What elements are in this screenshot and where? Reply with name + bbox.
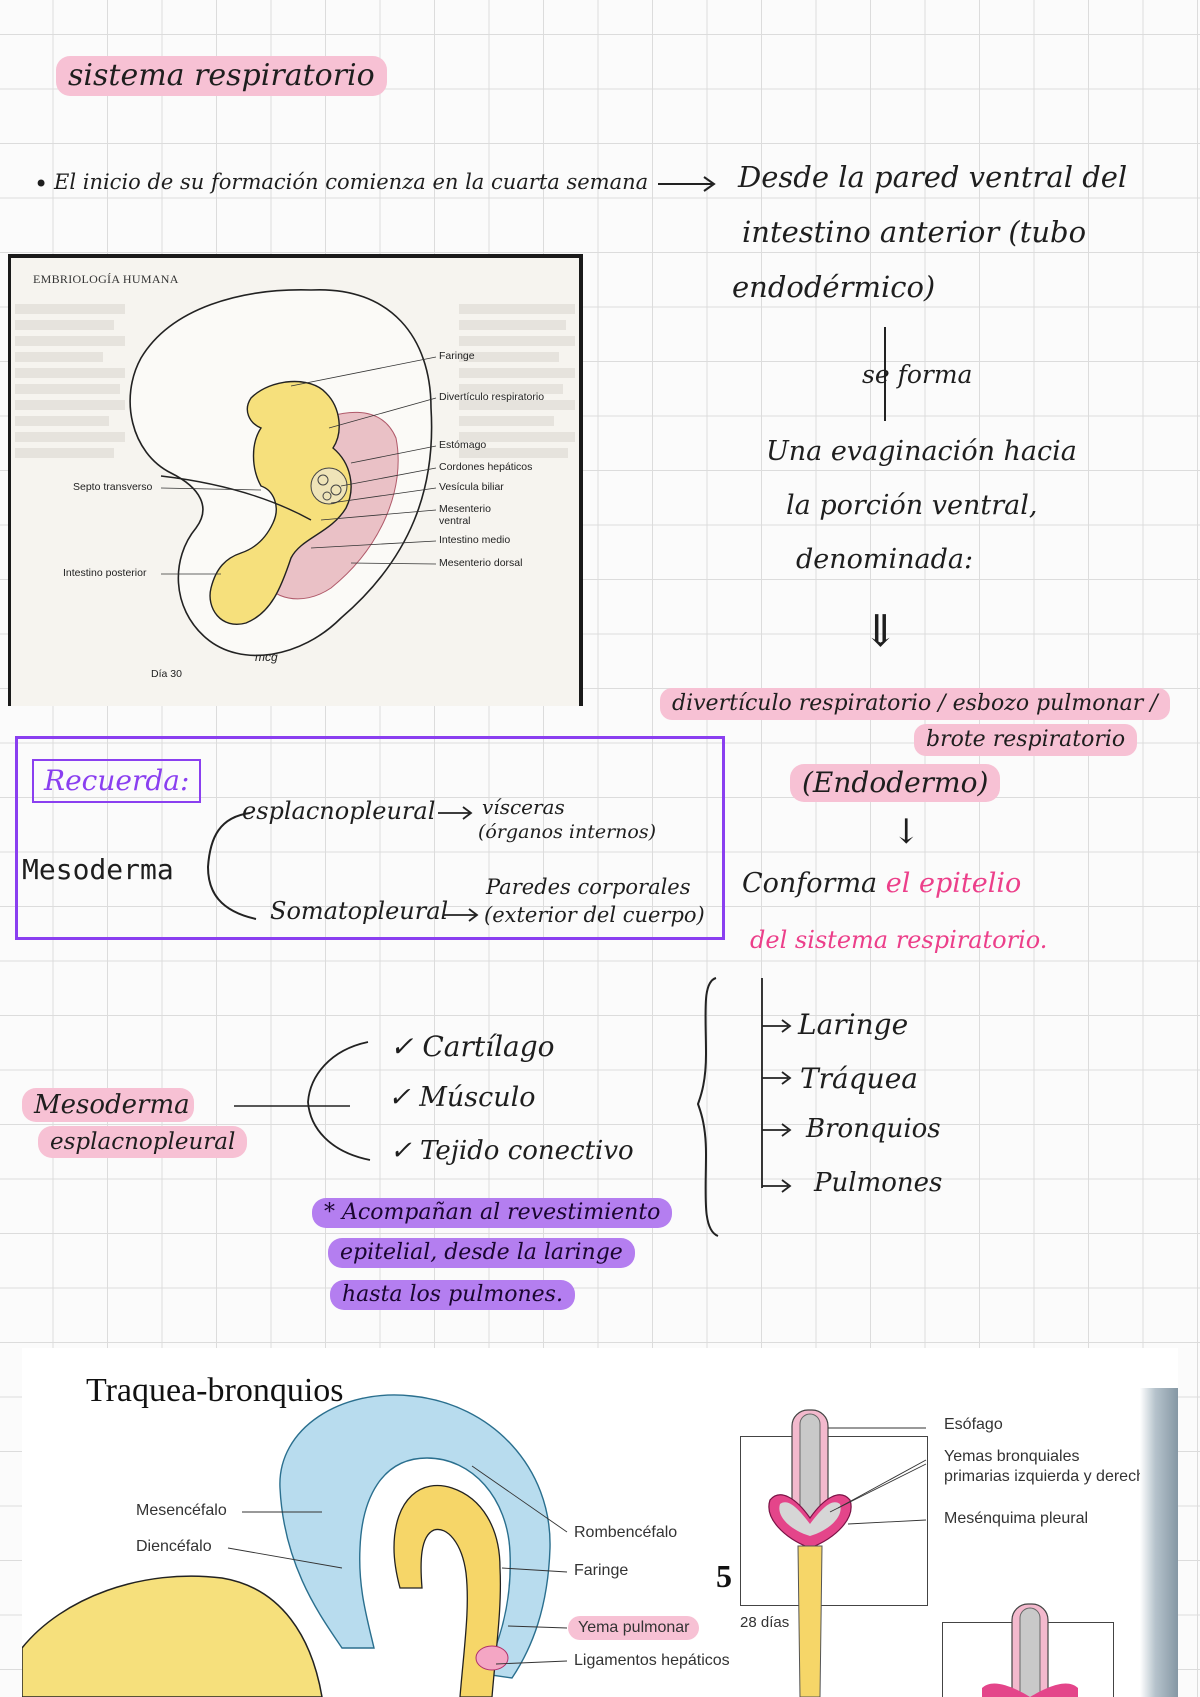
recuerda-branch2: Somatopleural xyxy=(270,897,448,925)
label-faringe: Faringe xyxy=(439,350,475,362)
recuerda-title: Recuerda: xyxy=(32,759,201,803)
organ-laringe: Laringe xyxy=(798,1008,908,1041)
se-forma: se forma xyxy=(862,360,972,389)
label-signature: mcg xyxy=(255,650,278,664)
figure-traquea-bronquios: Traquea-bronquios Mesencéfalo Diencéfalo… xyxy=(22,1348,1178,1697)
evagination-line-1: Una evaginación hacia xyxy=(766,436,1077,467)
item-tejido: ✓ Tejido conectivo xyxy=(390,1136,634,1166)
note-line-1: * Acompañan al revestimiento xyxy=(312,1198,672,1228)
recuerda-branch1: esplacnopleural xyxy=(242,797,435,825)
label-dia: Día 30 xyxy=(151,668,182,680)
label-intestino-medio: Intestino medio xyxy=(439,534,510,546)
intro-right-line-1: Desde la pared ventral del xyxy=(738,160,1127,194)
label-mesenterio-ventral: Mesenterio ventral xyxy=(439,503,503,527)
trachea-drawing xyxy=(740,1408,940,1697)
item-cartilago: ✓ Cartílago xyxy=(390,1030,555,1063)
label-septo: Septo transverso xyxy=(73,481,152,493)
label-mesencefalo: Mesencéfalo xyxy=(136,1502,227,1520)
intro-right-line-3: endodérmico) xyxy=(732,270,935,304)
recuerda-box: Recuerda: Mesoderma esplacnopleural vísc… xyxy=(15,736,725,940)
conforma-line: Conforma el epitelio xyxy=(742,868,1021,899)
diverticulo-line-1: divertículo respiratorio / esbozo pulmon… xyxy=(660,688,1170,720)
recuerda-branch1-target-1: vísceras xyxy=(482,795,565,819)
recuerda-mesoderma: Mesoderma xyxy=(22,853,174,886)
label-mesenquima: Mesénquima pleural xyxy=(944,1510,1088,1528)
label-faringe-2: Faringe xyxy=(574,1562,628,1580)
label-yema-pulmonar: Yema pulmonar xyxy=(568,1616,699,1640)
label-mesenterio-dorsal: Mesenterio dorsal xyxy=(439,557,522,569)
endodermo: (Endodermo) xyxy=(790,764,1000,802)
epitelio-line-2: del sistema respiratorio. xyxy=(750,926,1047,954)
label-diverticulo: Divertículo respiratorio xyxy=(439,391,544,403)
label-vesicula: Vesícula biliar xyxy=(439,481,504,493)
label-cordones: Cordones hepáticos xyxy=(439,461,532,473)
diverticulo-line-2: brote respiratorio xyxy=(914,724,1137,756)
recuerda-branch2-target-1: Paredes corporales xyxy=(486,875,691,899)
label-yemas-bronquiales-2: primarias izquierda y derecha xyxy=(944,1468,1154,1486)
organ-traquea: Tráquea xyxy=(800,1062,918,1095)
organs-brace xyxy=(696,974,806,1240)
label-intestino-posterior: Intestino posterior xyxy=(63,567,146,579)
evagination-line-2: la porción ventral, xyxy=(786,490,1037,521)
trachea-drawing-2 xyxy=(942,1598,1122,1697)
label-ligamentos: Ligamentos hepáticos xyxy=(574,1652,730,1670)
organ-bronquios: Bronquios xyxy=(806,1114,941,1144)
mesoderma-brace xyxy=(230,1036,380,1166)
page-edge-shadow xyxy=(1140,1388,1178,1697)
branch1-arrow xyxy=(436,803,476,823)
note-line-2: epitelial, desde la laringe xyxy=(328,1238,635,1268)
evagination-line-3: denominada: xyxy=(796,544,973,575)
double-arrow-down: ⇓ xyxy=(862,606,899,657)
page-title: sistema respiratorio xyxy=(56,56,387,96)
embryo-5wk-drawing xyxy=(22,1348,782,1697)
label-rombencefalo: Rombencéfalo xyxy=(574,1524,677,1542)
esplacnopleural-label: esplacnopleural xyxy=(38,1126,247,1158)
label-estomago: Estómago xyxy=(439,439,486,451)
recuerda-brace xyxy=(190,807,260,927)
intro-arrow xyxy=(656,172,718,196)
intro-text: El inicio de su formación comienza en la… xyxy=(54,170,648,194)
label-diencefalo: Diencéfalo xyxy=(136,1538,212,1556)
arrow-down: ↓ xyxy=(892,812,921,852)
recuerda-branch1-target-2: (órganos internos) xyxy=(478,821,656,843)
label-esofago: Esófago xyxy=(944,1416,1003,1434)
bullet: • xyxy=(34,170,48,198)
intro-right-line-2: intestino anterior (tubo xyxy=(742,215,1086,249)
note-line-3: hasta los pulmones. xyxy=(330,1280,575,1310)
label-yemas-bronquiales-1: Yemas bronquiales xyxy=(944,1448,1080,1466)
figure-embryo-day30: EMBRIOLOGÍA HUMANA xyxy=(8,254,583,706)
branch2-arrow xyxy=(442,905,482,925)
mesoderma-label: Mesoderma xyxy=(22,1088,194,1122)
item-musculo: ✓ Músculo xyxy=(388,1082,536,1113)
organ-pulmones: Pulmones xyxy=(814,1168,942,1198)
recuerda-branch2-target-2: (exterior del cuerpo) xyxy=(484,903,705,927)
